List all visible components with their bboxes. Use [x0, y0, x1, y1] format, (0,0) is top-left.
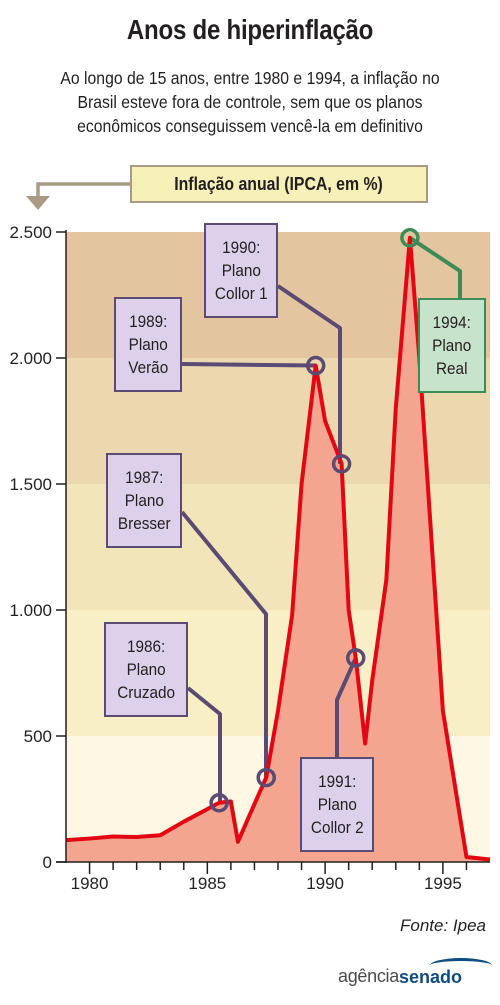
callout-plano-bresser: 1987: Plano Bresser: [106, 453, 182, 548]
y-label-arrow-line: [36, 182, 130, 196]
callout-plano-bresser-text: 1987: Plano Bresser: [117, 468, 171, 533]
callout-plano-cruzado-text: 1986: Plano Cruzado: [117, 637, 175, 702]
annotation-marker: [256, 767, 276, 788]
annotation-marker: [400, 228, 420, 248]
callout-plano-collor-2: 1991: Plano Collor 2: [300, 757, 374, 852]
callout-plano-real-text: 1994: Plano Real: [432, 313, 472, 378]
callout-plano-collor-1-text: 1990: Plano Collor 1: [214, 238, 268, 303]
y-tick-label: 0: [43, 853, 52, 872]
x-tick-label: 1990: [306, 874, 344, 893]
x-tick-label: 1985: [188, 874, 226, 893]
callout-leader-line: [181, 362, 316, 368]
callout-leader-line-real: [408, 236, 462, 298]
callout-leader-line: [186, 686, 222, 803]
area-fill: [66, 237, 490, 862]
callout-leader-line: [180, 510, 268, 778]
logo-arc-icon: [430, 958, 492, 973]
callout-leader-line: [276, 284, 342, 464]
y-axis-label-text: Inflação anual (IPCA, em %): [174, 173, 384, 194]
callout-leader-line: [335, 657, 358, 757]
inflation-line: [65, 235, 491, 862]
annotation-marker: [345, 648, 366, 668]
y-axis-label: Inflação anual (IPCA, em %): [130, 165, 428, 203]
callout-plano-verao-text: 1989: Plano Verão: [128, 312, 168, 377]
y-tick-label: 2.500: [9, 223, 52, 242]
y-tick-label: 1.000: [9, 601, 52, 620]
callout-plano-collor-1: 1990: Plano Collor 1: [204, 223, 278, 318]
annotation-marker: [331, 454, 352, 474]
chart-subtitle: Ao longo de 15 anos, entre 1980 e 1994, …: [60, 68, 440, 136]
y-tick-label: 1.500: [9, 475, 52, 494]
y-tick-label: 500: [24, 727, 52, 746]
y-tick-label: 2.000: [9, 349, 52, 368]
annotation-marker: [305, 355, 326, 376]
chart-title: Anos de hiperinflação: [126, 14, 374, 45]
annotation-marker: [209, 793, 229, 813]
source-note: Fonte: Ipea: [399, 916, 486, 935]
callout-plano-cruzado: 1986: Plano Cruzado: [104, 622, 188, 717]
x-tick-label: 1995: [424, 874, 462, 893]
logo-text-agencia: agência: [338, 965, 399, 986]
y-label-arrow-head-icon: [26, 196, 50, 210]
callout-plano-verao: 1989: Plano Verão: [114, 297, 182, 392]
x-tick-label: 1980: [71, 874, 109, 893]
callout-plano-real: 1994: Plano Real: [418, 298, 486, 393]
callout-plano-collor-2-text: 1991: Plano Collor 2: [310, 772, 364, 837]
